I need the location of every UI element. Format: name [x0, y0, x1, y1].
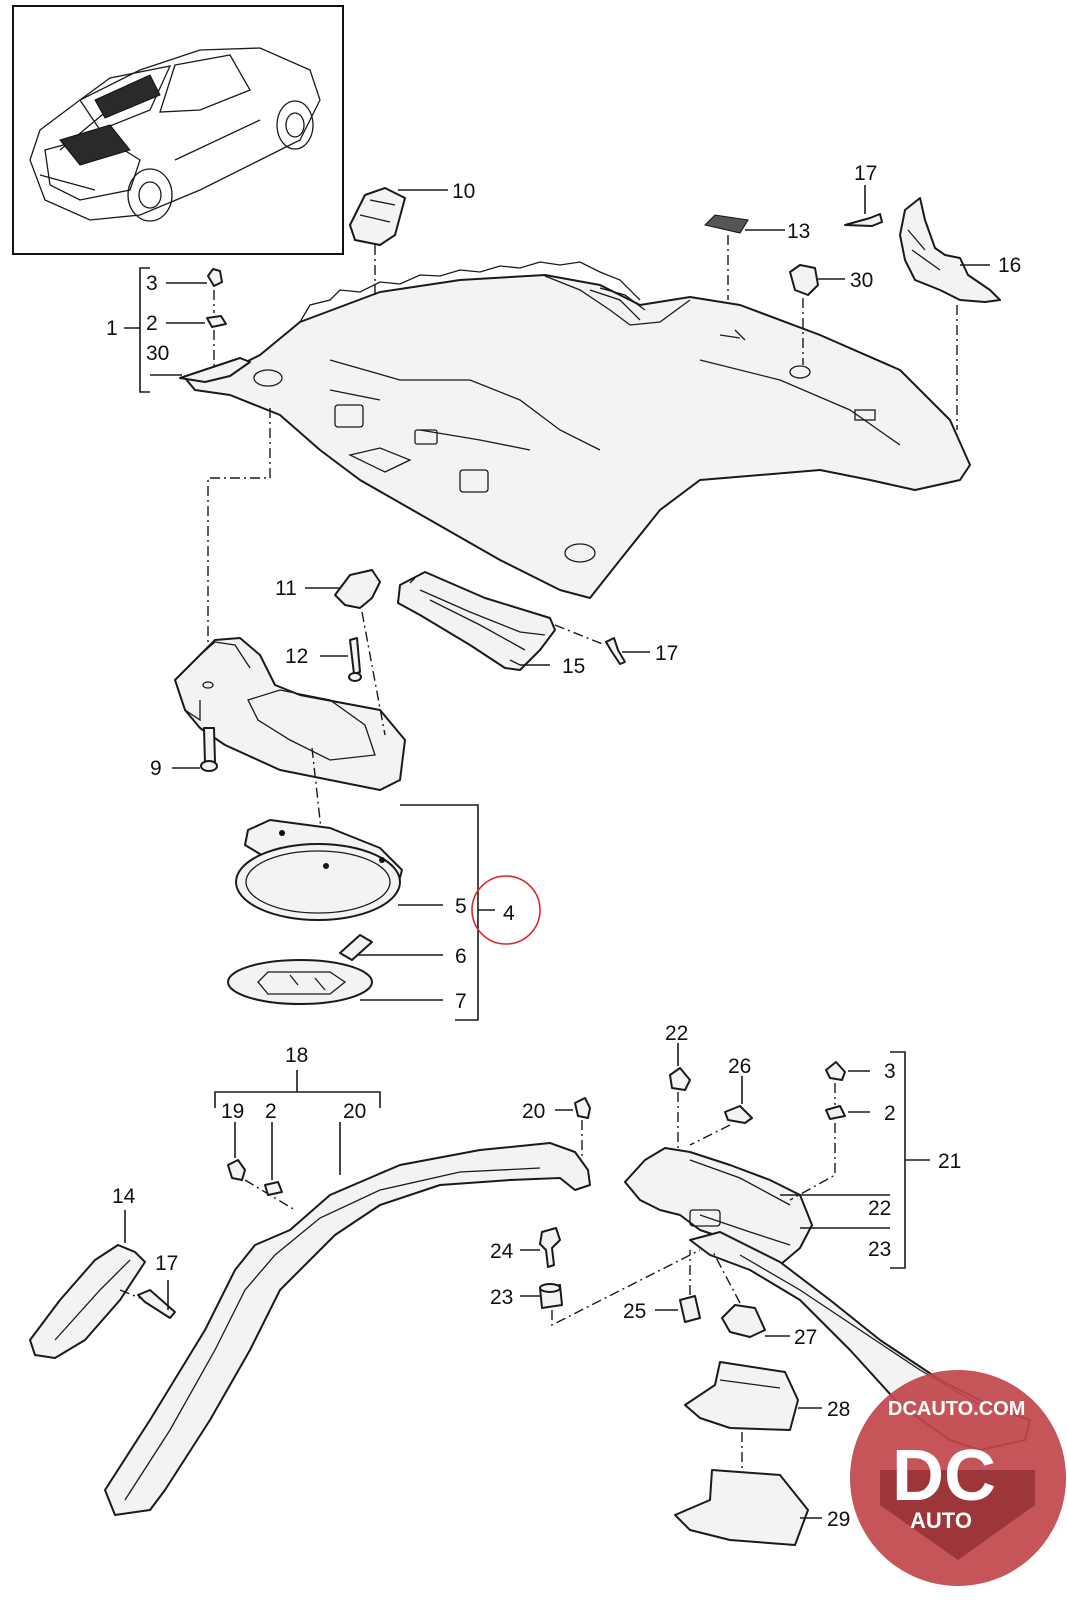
- part-2-washer-bottom: [244, 1122, 296, 1211]
- callout-13: 13: [787, 220, 810, 243]
- callout-29: 29: [827, 1508, 850, 1531]
- group-21-bracket: [890, 1051, 930, 1269]
- callout-26: 26: [728, 1055, 751, 1078]
- callout-17-top: 17: [854, 162, 877, 185]
- callout-3-left: 3: [146, 272, 158, 295]
- callout-30-left: 30: [146, 342, 169, 365]
- part-17-screw-top: [844, 185, 883, 227]
- part-3-clip-left: [166, 268, 223, 313]
- callout-3-right: 3: [884, 1060, 896, 1083]
- callout-17-middle: 17: [655, 642, 678, 665]
- part-15-bracket: [397, 571, 606, 671]
- dcauto-watermark-logo: DCAUTO.COM DC AUTO: [850, 1370, 1066, 1586]
- callout-24: 24: [490, 1240, 514, 1263]
- part-22-clip: [669, 1043, 691, 1150]
- highlight-circle-4: [471, 875, 541, 945]
- part-9-screw: [172, 727, 218, 772]
- callout-19: 19: [221, 1100, 244, 1123]
- watermark-site: DCAUTO.COM: [888, 1398, 1025, 1420]
- visor-dash-line: [207, 408, 271, 700]
- callout-22-top: 22: [665, 1022, 688, 1045]
- callout-23-left: 23: [490, 1286, 513, 1309]
- callout-4: 4: [503, 902, 515, 925]
- callout-27: 27: [794, 1326, 817, 1349]
- headliner: [184, 261, 971, 599]
- part-3-clip-right: [825, 1061, 870, 1105]
- part-13-pad: [704, 214, 785, 300]
- callout-10: 10: [452, 180, 475, 203]
- part-7-lens: [227, 959, 443, 1005]
- group-1-bracket: [124, 267, 150, 393]
- part-16-bracket: [899, 197, 1001, 430]
- callout-5: 5: [455, 895, 467, 918]
- part-2-washer-left: [166, 315, 227, 370]
- callout-2-right: 2: [884, 1102, 896, 1125]
- callout-22-right: 22: [868, 1197, 891, 1220]
- callout-21: 21: [938, 1150, 961, 1173]
- part-17-screw-middle: [605, 637, 650, 665]
- part-30-clip-right: [789, 264, 845, 365]
- callout-14: 14: [112, 1185, 136, 1208]
- part-6-bulb: [339, 934, 443, 961]
- callout-20-clip: 20: [522, 1100, 545, 1123]
- watermark-word: AUTO: [910, 1508, 972, 1533]
- callout-15: 15: [562, 655, 585, 678]
- part-27-insert: [711, 1249, 790, 1338]
- callout-6: 6: [455, 945, 467, 968]
- callout-18: 18: [285, 1044, 308, 1067]
- callout-2-left: 2: [146, 312, 158, 335]
- part-17-screw-bottom: [119, 1280, 176, 1319]
- part-12-screw: [320, 637, 362, 682]
- callout-28: 28: [827, 1398, 850, 1421]
- callout-20-bracket: 20: [343, 1100, 366, 1123]
- part-21-pillar-trim: [624, 1147, 813, 1266]
- callout-2-bottom: 2: [265, 1100, 277, 1123]
- part-5-mirror-frame: [235, 819, 443, 921]
- part-29-cover: [674, 1469, 822, 1546]
- part-2-washer-right: [789, 1105, 870, 1201]
- watermark-initials: DC: [892, 1436, 996, 1516]
- callout-9: 9: [150, 757, 162, 780]
- part-10-grab-handle: [349, 187, 448, 295]
- part-20-clip: [555, 1097, 591, 1160]
- part-19-clip: [227, 1122, 246, 1181]
- callout-17-bottom: 17: [155, 1252, 178, 1275]
- callout-1: 1: [106, 317, 118, 340]
- part-28-cover: [684, 1361, 822, 1468]
- group-18-bracket: [214, 1070, 381, 1108]
- part-30-strip-left: [150, 357, 251, 383]
- group-4-bracket: [400, 804, 495, 1021]
- callout-labels: 10 13 17 16 30 3 1 2 30 11 12 17 15 9 5 …: [106, 162, 1021, 1531]
- callout-16: 16: [998, 254, 1021, 277]
- car-inset: [12, 5, 344, 255]
- part-23-spacer: [520, 1249, 701, 1327]
- part-26-clip: [689, 1076, 753, 1146]
- part-11-holder: [305, 569, 386, 736]
- callout-25: 25: [623, 1300, 646, 1323]
- callout-7: 7: [455, 990, 467, 1013]
- callout-12: 12: [285, 645, 308, 668]
- callout-30-right: 30: [850, 269, 873, 292]
- part-25-clip: [655, 1250, 701, 1323]
- part-24-screw: [520, 1227, 561, 1268]
- part-20-pillar-trim: [104, 1122, 591, 1516]
- callout-23-right: 23: [868, 1238, 891, 1261]
- part-14-trim: [29, 1210, 146, 1359]
- callout-11: 11: [275, 577, 297, 600]
